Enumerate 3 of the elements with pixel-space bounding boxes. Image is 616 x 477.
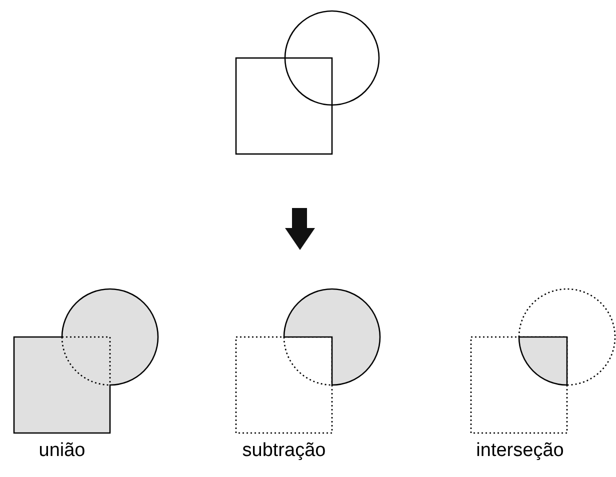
caption-label: interseção: [476, 440, 564, 462]
caption-label: subtração: [242, 440, 326, 462]
caption-label: união: [38, 440, 86, 462]
